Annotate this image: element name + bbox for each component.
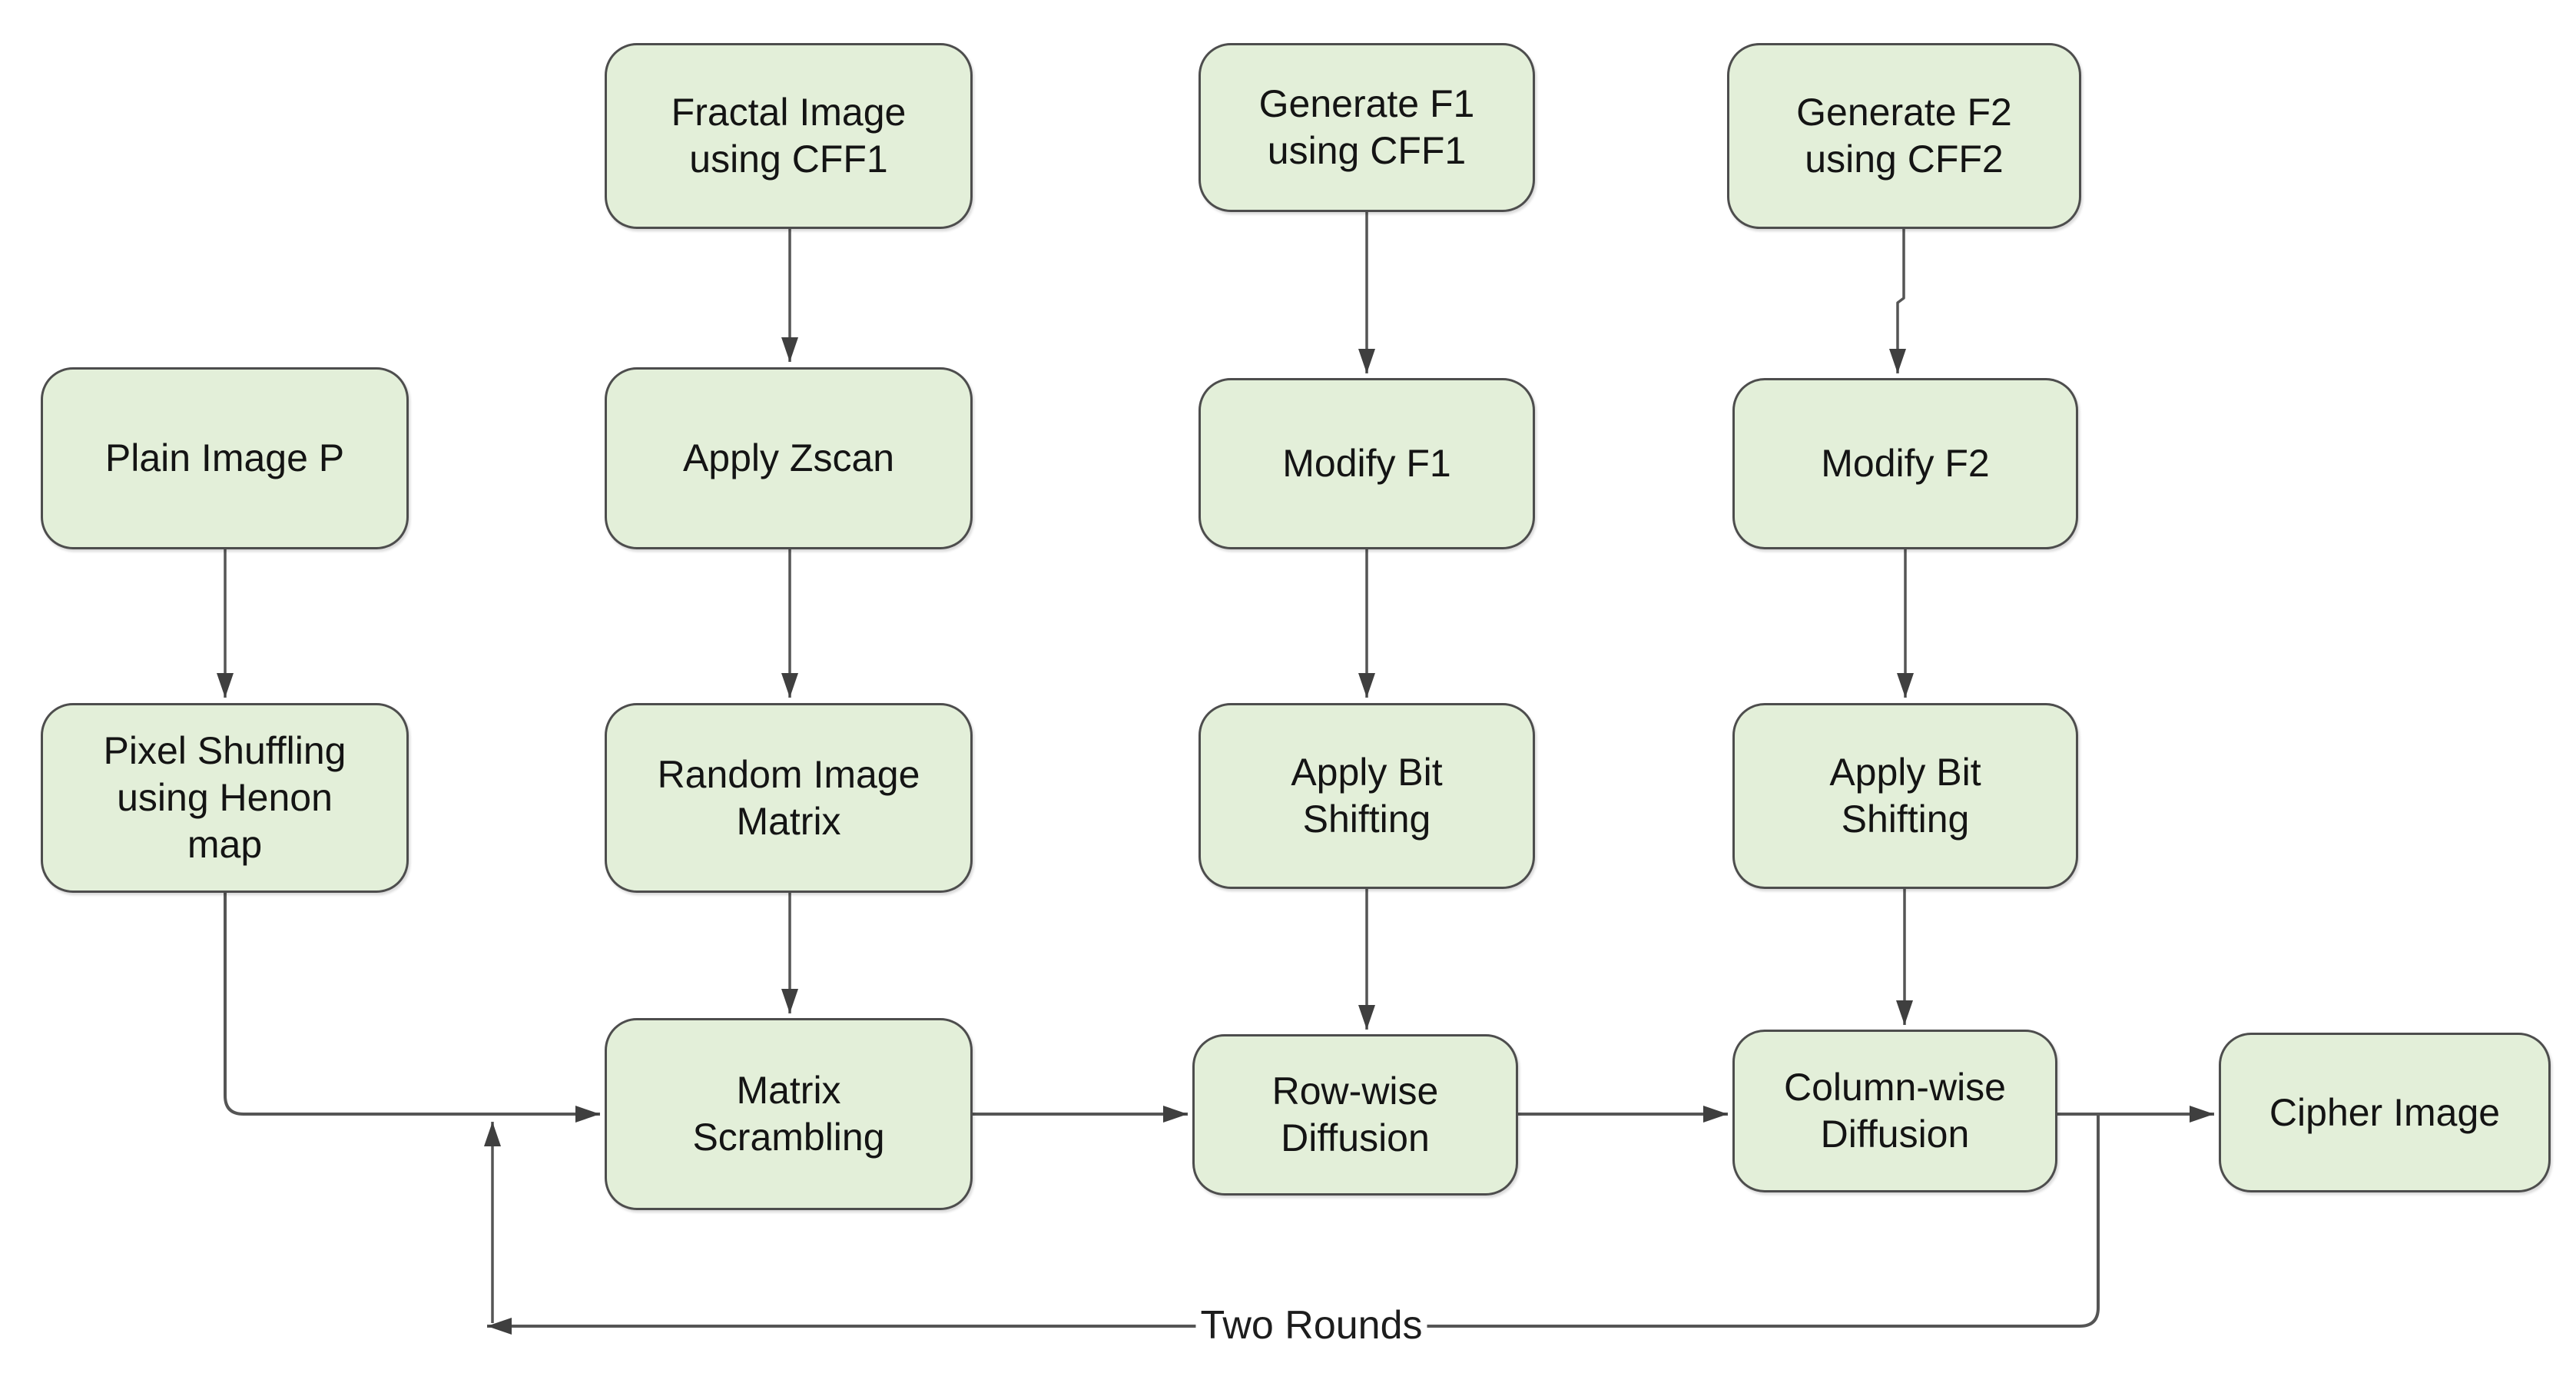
node-matrix-scrambling: Matrix Scrambling (605, 1018, 973, 1210)
arrow-generate-f2-to-modify-f2 (1889, 229, 1906, 373)
node-fractal-image: Fractal Image using CFF1 (605, 43, 973, 229)
node-row-wise-diffusion: Row-wise Diffusion (1192, 1034, 1518, 1196)
node-plain-image-p: Plain Image P (41, 367, 409, 549)
node-label: Generate F1 using CFF1 (1258, 82, 1475, 172)
node-modify-f2: Modify F2 (1732, 378, 2078, 549)
node-generate-f1: Generate F1 using CFF1 (1198, 43, 1535, 212)
node-column-wise-diffusion: Column-wise Diffusion (1732, 1030, 2057, 1192)
node-label: Cipher Image (2269, 1090, 2501, 1134)
two-rounds-label: Two Rounds (1195, 1295, 1427, 1355)
node-label: Matrix Scrambling (692, 1069, 885, 1159)
node-label: Column-wise Diffusion (1784, 1066, 2006, 1156)
node-pixel-shuffling: Pixel Shuffling using Henon map (41, 703, 409, 893)
node-label: Apply Bit Shifting (1291, 751, 1443, 841)
node-label: Fractal Image using CFF1 (671, 91, 907, 181)
feedback-loop-line (487, 1114, 2100, 1335)
node-apply-bit-shifting-f2: Apply Bit Shifting (1732, 703, 2078, 889)
node-label: Modify F1 (1282, 442, 1451, 485)
node-label: Pixel Shuffling using Henon map (103, 729, 346, 866)
node-label: Row-wise Diffusion (1271, 1070, 1439, 1159)
node-modify-f1: Modify F1 (1198, 378, 1535, 549)
node-apply-zscan: Apply Zscan (605, 367, 973, 549)
node-label: Random Image Matrix (657, 752, 920, 843)
node-label: Apply Bit Shifting (1829, 751, 1981, 841)
node-label: Plain Image P (104, 436, 345, 479)
node-apply-bit-shifting-f1: Apply Bit Shifting (1198, 703, 1535, 889)
arrow-pixel-shuffling-to-matrix-scrambling (224, 893, 600, 1123)
node-label: Apply Zscan (682, 436, 895, 479)
node-generate-f2: Generate F2 using CFF2 (1727, 43, 2081, 229)
node-label: Generate F2 using CFF2 (1796, 91, 2012, 181)
node-label: Modify F2 (1821, 442, 1990, 485)
node-random-image-matrix: Random Image Matrix (605, 703, 973, 893)
node-cipher-image: Cipher Image (2219, 1033, 2551, 1192)
